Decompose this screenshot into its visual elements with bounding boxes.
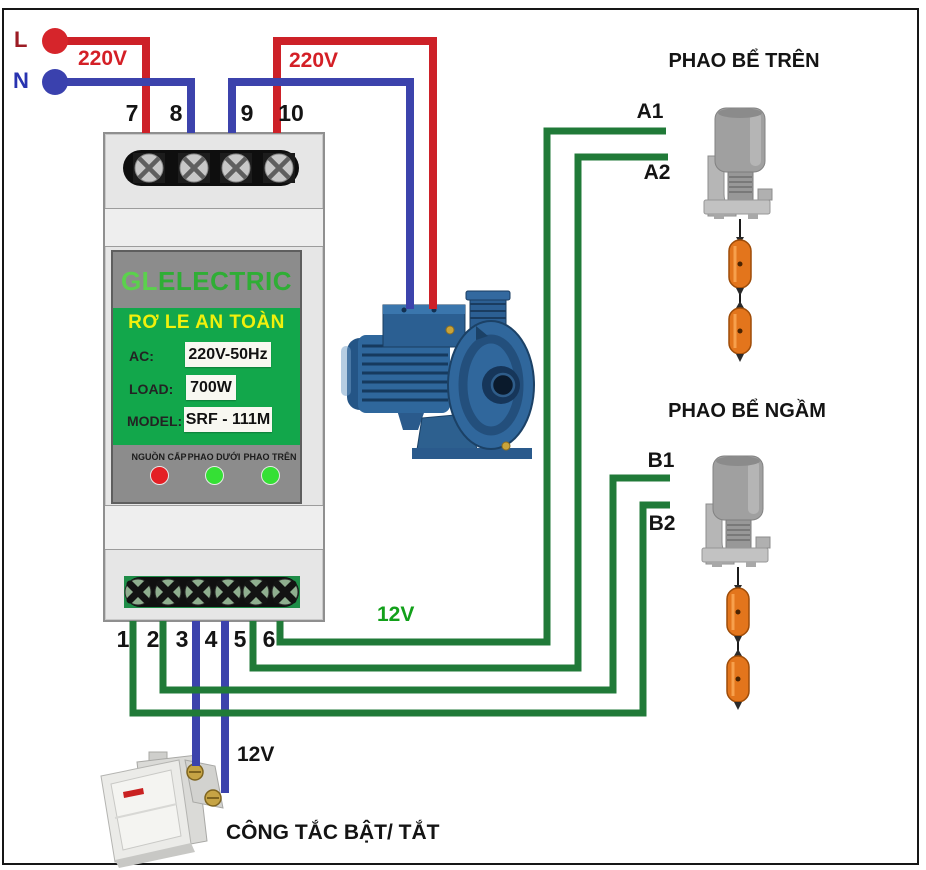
device-mid-band bbox=[105, 208, 323, 247]
upper-float-title: PHAO BỂ TRÊN bbox=[668, 50, 820, 72]
b1-label: B1 bbox=[647, 449, 675, 472]
bottom-terminal-strip bbox=[124, 576, 300, 608]
terminal-6-label: 6 bbox=[262, 626, 276, 652]
brand-prefix: GL bbox=[120, 266, 159, 296]
float-switch-lower bbox=[701, 455, 771, 710]
led-band: NGUỒN CẤP PHAO DƯỚI PHAO TRÊN bbox=[113, 445, 300, 502]
spec-ac-label: AC: bbox=[129, 348, 154, 364]
onoff-switch bbox=[100, 751, 224, 868]
switch-caption: CÔNG TẮC BẬT/ TẮT bbox=[226, 821, 440, 844]
neutral-label: N bbox=[13, 68, 29, 93]
device-lower-band bbox=[105, 505, 323, 550]
terminal-2-label: 2 bbox=[146, 626, 160, 652]
spec-model-label: MODEL: bbox=[127, 413, 183, 429]
low-voltage-label: 12V bbox=[377, 603, 415, 626]
brand-suffix: ELECTRIC bbox=[158, 266, 293, 296]
power-led-icon bbox=[149, 466, 169, 485]
spec-load-value: 700W bbox=[186, 375, 236, 400]
terminal-10-label: 10 bbox=[278, 100, 304, 126]
relay-label: GLELECTRIC RƠ LE AN TOÀN AC: 220V-50Hz L… bbox=[111, 250, 302, 504]
spec-ac-value: 220V-50Hz bbox=[185, 342, 271, 367]
a2-label: A2 bbox=[643, 161, 671, 184]
b2-label: B2 bbox=[648, 512, 676, 535]
terminal-3-label: 3 bbox=[175, 626, 189, 652]
float-switch-upper bbox=[703, 107, 773, 362]
spec-load-label: LOAD: bbox=[129, 381, 174, 397]
upper-float-led-icon bbox=[260, 466, 280, 485]
terminal-8-label: 8 bbox=[169, 100, 183, 126]
terminal-7-label: 7 bbox=[125, 100, 139, 126]
led-upper-float-label: PHAO TRÊN bbox=[243, 452, 297, 462]
voltage-label-right: 220V bbox=[289, 49, 339, 72]
led-power-label: NGUỒN CẤP bbox=[131, 452, 187, 462]
lower-float-led-icon bbox=[204, 466, 224, 485]
terminal-1-label: 1 bbox=[116, 626, 130, 652]
a1-label: A1 bbox=[636, 100, 664, 123]
terminal-4-label: 4 bbox=[204, 626, 218, 652]
voltage-label-left: 220V bbox=[78, 47, 128, 70]
lower-float-title: PHAO BỂ NGẦM bbox=[668, 400, 826, 422]
water-pump bbox=[341, 290, 535, 459]
switch-voltage-label: 12V bbox=[237, 743, 275, 766]
diagram-border bbox=[2, 8, 919, 865]
terminal-5-label: 5 bbox=[233, 626, 247, 652]
relay-brand: GLELECTRIC bbox=[113, 252, 300, 308]
line-label: L bbox=[14, 27, 28, 52]
spec-model-value: SRF - 111M bbox=[184, 407, 272, 432]
relay-product-title: RƠ LE AN TOÀN bbox=[128, 312, 285, 333]
led-upper-float: PHAO TRÊN bbox=[235, 452, 305, 485]
top-terminal-strip bbox=[123, 150, 299, 186]
relay-device: GLELECTRIC RƠ LE AN TOÀN AC: 220V-50Hz L… bbox=[103, 132, 325, 622]
terminal-9-label: 9 bbox=[240, 100, 254, 126]
led-lower-float-label: PHAO DƯỚI bbox=[187, 452, 241, 462]
